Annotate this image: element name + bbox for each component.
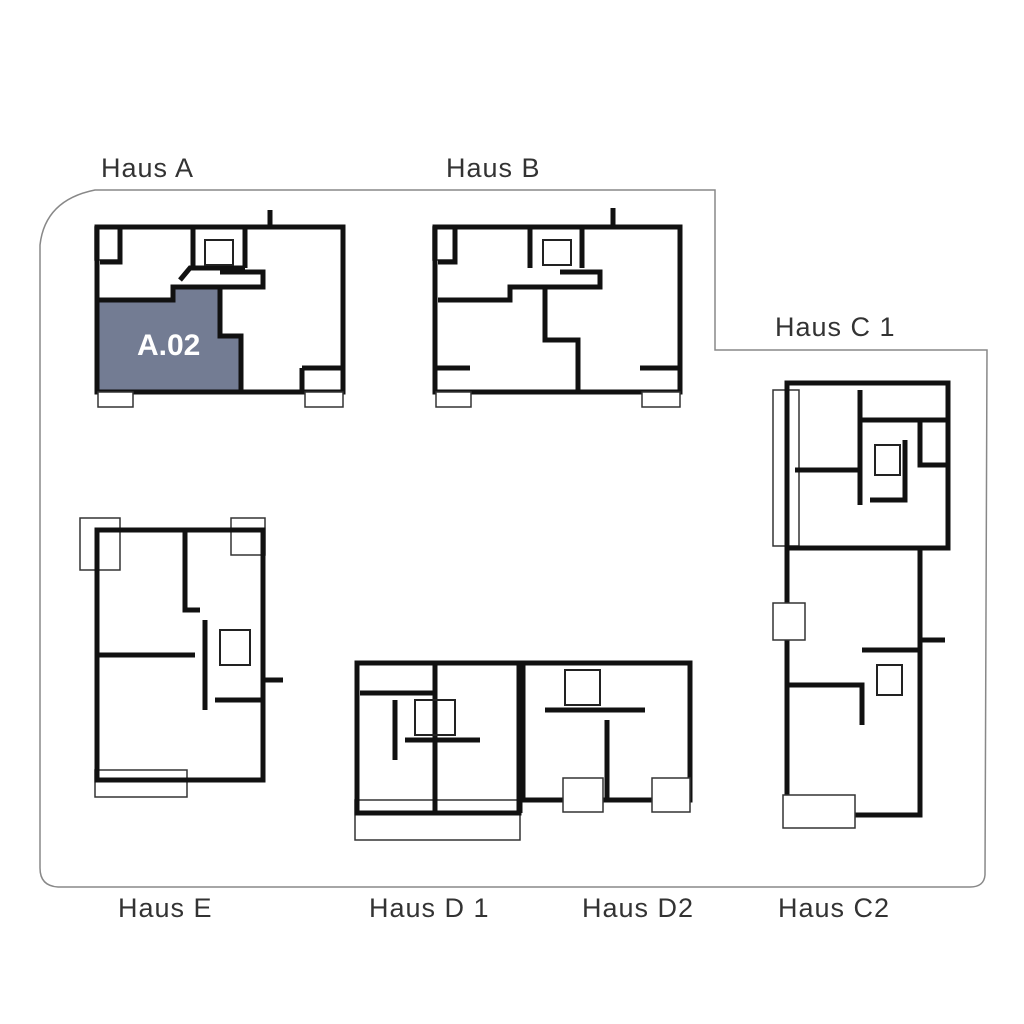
label-haus-d1: Haus D 1 xyxy=(369,893,490,923)
unit-a02-label[interactable]: A.02 xyxy=(137,329,201,362)
label-haus-e: Haus E xyxy=(118,893,213,923)
unit-a02-area[interactable] xyxy=(97,287,241,391)
building-haus-e xyxy=(79,517,283,798)
label-haus-b: Haus B xyxy=(446,153,541,183)
label-haus-c2: Haus C2 xyxy=(778,893,891,923)
building-haus-d xyxy=(354,660,693,841)
label-haus-c1: Haus C 1 xyxy=(775,312,896,342)
label-haus-a: Haus A xyxy=(101,153,195,183)
building-haus-c xyxy=(772,380,951,829)
label-haus-d2: Haus D2 xyxy=(582,893,695,923)
building-haus-a xyxy=(94,210,346,408)
building-haus-b xyxy=(432,208,683,408)
site-boundary xyxy=(39,189,988,888)
